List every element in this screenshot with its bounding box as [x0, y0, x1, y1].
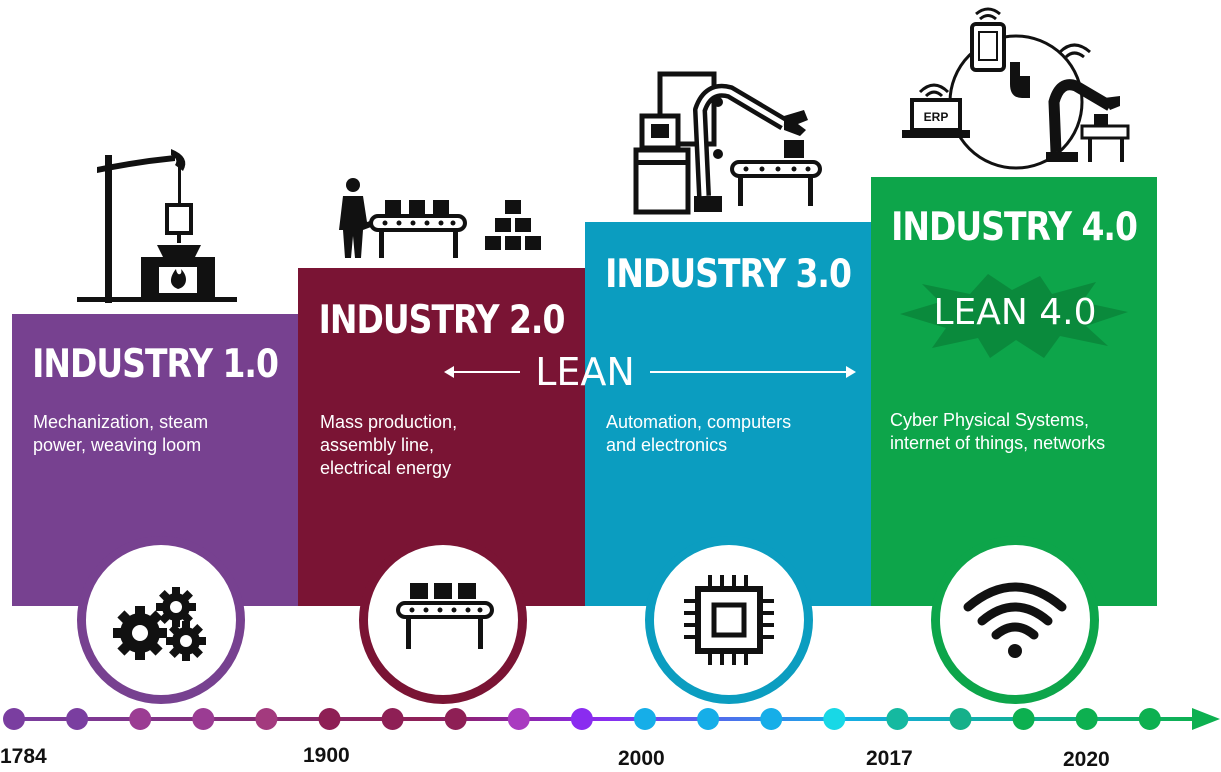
industry-1-description: Mechanization, steam power, weaving loom — [33, 412, 209, 455]
steam-engine-icon — [77, 149, 237, 303]
timeline-line — [14, 717, 1194, 721]
lean-double-arrow — [444, 366, 856, 378]
starburst-icon — [900, 274, 1128, 358]
robot-arm-icon — [633, 71, 822, 215]
timeline-dot — [1138, 708, 1161, 730]
industry-3-description: Automation, computers and electronics — [606, 412, 792, 455]
timeline-dot — [444, 708, 467, 730]
year-label: 2020 — [1063, 748, 1110, 771]
industry-4-panel: INDUSTRY 4.0 Cyber Physical Systems, int… — [871, 177, 1157, 606]
timeline — [3, 708, 1220, 730]
industry-2-circle — [359, 536, 527, 704]
gears-icon — [113, 587, 206, 661]
erp-label: ERP — [924, 110, 949, 124]
iot-network-icon: ERP — [902, 7, 1130, 170]
timeline-dot — [760, 708, 783, 730]
conveyor-belt-icon — [396, 583, 494, 649]
timeline-dot — [192, 708, 215, 730]
assembly-line-icon — [339, 178, 541, 258]
timeline-dot — [507, 708, 530, 730]
year-label: 2017 — [866, 747, 913, 770]
lean-4-label: LEAN 4.0 — [933, 292, 1097, 333]
year-label: 1900 — [303, 744, 350, 767]
timeline-dot — [697, 708, 720, 730]
timeline-dot — [886, 708, 909, 730]
industry-4-title: INDUSTRY 4.0 — [891, 203, 1138, 250]
lean-label: LEAN — [535, 350, 635, 394]
timeline-dot — [255, 708, 278, 730]
year-label: 2000 — [618, 747, 665, 770]
timeline-arrowhead — [1192, 708, 1220, 730]
industry-1-title: INDUSTRY 1.0 — [32, 340, 279, 387]
timeline-dot — [634, 708, 656, 730]
timeline-dot — [318, 708, 341, 730]
timeline-dot — [66, 708, 89, 730]
industry-1-circle — [77, 536, 245, 704]
timeline-dot — [129, 708, 152, 730]
wifi-icon — [963, 582, 1067, 658]
timeline-dot — [381, 708, 404, 730]
year-label: 1784 — [0, 745, 47, 768]
industry-2-description: Mass production, assembly line, electric… — [320, 412, 458, 478]
industry-4-circle — [931, 536, 1099, 704]
industry-4-description: Cyber Physical Systems, internet of thin… — [890, 410, 1106, 453]
timeline-dot — [570, 708, 593, 730]
industry-3-title: INDUSTRY 3.0 — [605, 250, 852, 297]
microchip-icon — [684, 575, 774, 665]
timeline-dot — [949, 708, 972, 730]
timeline-dot — [1075, 708, 1098, 730]
industry-2-title: INDUSTRY 2.0 — [318, 296, 566, 343]
industry-3-circle — [645, 536, 813, 704]
timeline-dot — [823, 708, 846, 730]
timeline-dot — [1012, 708, 1035, 730]
timeline-dot — [3, 708, 25, 730]
